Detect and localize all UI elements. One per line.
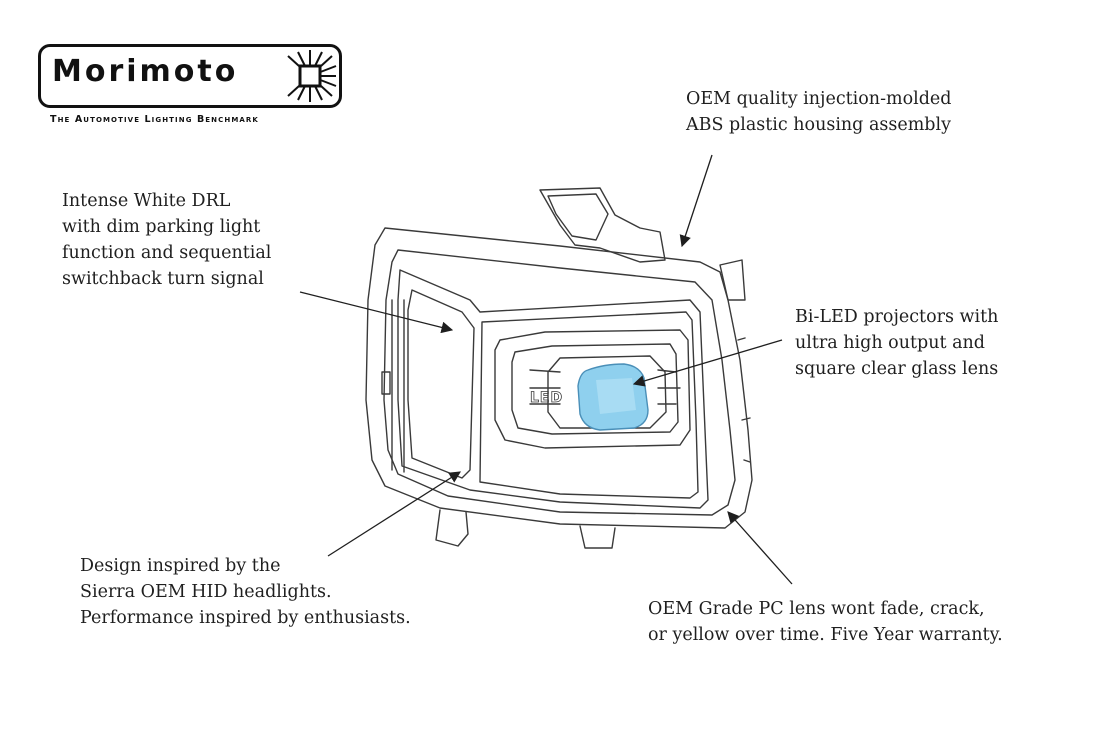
left-vent xyxy=(381,371,391,395)
logo-frame xyxy=(38,44,342,108)
callout-lens-line-1: OEM Grade PC lens wont fade, crack, xyxy=(648,599,985,619)
morimoto-logo: Morimoto The Automotive Lighting Benchma… xyxy=(38,44,344,134)
callout-projectors-line-2: ultra high output and xyxy=(795,333,985,353)
projector-bezel-outer xyxy=(494,329,691,449)
projector-led-label: LED xyxy=(530,390,563,406)
callout-projectors-line-1: Bi-LED projectors with xyxy=(795,307,999,327)
projectors-leader xyxy=(632,339,783,387)
lens-leader xyxy=(727,511,793,585)
logo-wordmark: Morimoto xyxy=(52,54,239,89)
callout-housing-line-2: ABS plastic housing assembly xyxy=(686,115,951,135)
callout-design-line-2: Sierra OEM HID headlights. xyxy=(80,582,332,602)
callout-housing: OEM quality injection-molded ABS plastic… xyxy=(686,86,951,138)
logo-tagline: The Automotive Lighting Benchmark xyxy=(50,114,259,125)
projector-bezel-inner xyxy=(511,343,679,435)
callout-lens-line-2: or yellow over time. Five Year warranty. xyxy=(648,625,1003,645)
callout-drl-line-3: function and sequential xyxy=(62,243,272,263)
drl-bar-strip xyxy=(479,311,699,499)
design-leader xyxy=(327,471,461,557)
projector-housing xyxy=(547,355,667,429)
callout-drl-line-4: switchback turn signal xyxy=(62,269,264,289)
logo-sun-icon xyxy=(287,50,337,102)
projector-fin-left xyxy=(529,369,561,405)
callout-design-line-3: Performance inspired by enthusiasts. xyxy=(80,608,411,628)
callout-design: Design inspired by the Sierra OEM HID he… xyxy=(80,553,411,631)
callout-lens: OEM Grade PC lens wont fade, crack, or y… xyxy=(648,596,1003,648)
drl-bar-inner xyxy=(407,289,475,479)
callout-drl-line-2: with dim parking light xyxy=(62,217,261,237)
callout-projectors-line-3: square clear glass lens xyxy=(795,359,999,379)
projector-fin-right xyxy=(657,369,681,405)
mounting-bracket xyxy=(539,187,666,263)
callout-drl: Intense White DRL with dim parking light… xyxy=(62,188,271,292)
bottom-bracket-mid xyxy=(579,525,616,549)
projector-lens-highlight xyxy=(596,378,636,414)
callout-design-line-1: Design inspired by the xyxy=(80,556,281,576)
drl-bar-outer xyxy=(397,269,709,509)
bottom-bracket-left xyxy=(435,509,469,547)
drl-leader xyxy=(299,291,454,334)
callout-drl-line-1: Intense White DRL xyxy=(62,191,231,211)
housing-inner xyxy=(383,249,736,516)
right-rib xyxy=(737,337,751,463)
side-tab xyxy=(719,259,746,301)
housing-leader xyxy=(679,154,713,248)
mounting-bracket-inner xyxy=(547,193,609,241)
callout-housing-line-1: OEM quality injection-molded xyxy=(686,89,952,109)
callout-projectors: Bi-LED projectors with ultra high output… xyxy=(795,304,998,382)
